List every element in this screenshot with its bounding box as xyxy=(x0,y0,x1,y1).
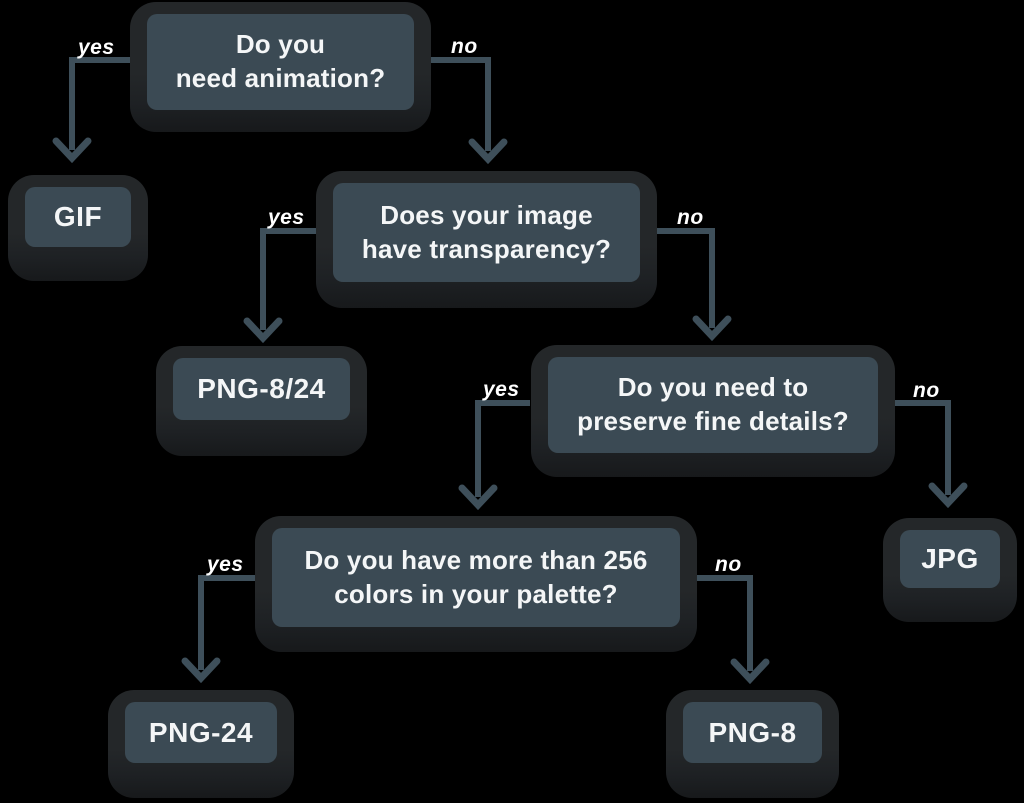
edge-colors-yes-line xyxy=(198,575,256,670)
edge-colors-no-arrowhead xyxy=(730,658,770,685)
node-png-8: PNG-8 xyxy=(666,690,839,798)
node-gif: GIF xyxy=(8,175,148,281)
edge-colors-yes-arrowhead xyxy=(181,657,221,684)
node-png-24-label: PNG-24 xyxy=(148,716,254,748)
node-q-animation-label: Do you need animation? xyxy=(175,29,386,93)
node-q-animation: Do you need animation? xyxy=(130,2,431,132)
edge-fine-details-yes-line xyxy=(475,400,530,497)
edge-animation-no-label: no xyxy=(451,35,478,58)
edge-animation-yes-line xyxy=(69,57,131,150)
node-gif-label: GIF xyxy=(53,201,103,232)
node-q-256-colors-label: Do you have more than 256 colors in your… xyxy=(304,544,648,609)
node-q-transparency-box: Does your image have transparency? xyxy=(333,183,640,282)
node-q-256-colors: Do you have more than 256 colors in your… xyxy=(255,516,697,652)
node-gif-box: GIF xyxy=(25,187,131,247)
edge-animation-yes-arrowhead xyxy=(52,137,92,164)
node-png-24: PNG-24 xyxy=(108,690,294,798)
node-png-8-24: PNG-8/24 xyxy=(156,346,367,456)
node-q-256-colors-box: Do you have more than 256 colors in your… xyxy=(272,528,680,627)
node-png-8-24-box: PNG-8/24 xyxy=(173,358,350,420)
node-q-fine-details: Do you need to preserve fine details? xyxy=(531,345,895,477)
node-q-fine-details-label: Do you need to preserve fine details? xyxy=(577,372,849,436)
edge-transparency-no-label: no xyxy=(677,206,704,229)
node-jpg: JPG xyxy=(883,518,1017,622)
edge-colors-no-label: no xyxy=(715,553,742,576)
node-q-animation-box: Do you need animation? xyxy=(147,14,414,110)
edge-transparency-yes-line xyxy=(260,228,317,330)
node-q-transparency: Does your image have transparency? xyxy=(316,171,657,308)
edge-transparency-yes-arrowhead xyxy=(243,317,283,344)
edge-colors-no-line xyxy=(696,575,753,671)
edge-fine-details-yes-label: yes xyxy=(483,378,520,401)
edge-animation-no-arrowhead xyxy=(468,138,508,165)
edge-fine-details-yes-arrowhead xyxy=(458,484,498,511)
edge-fine-details-no-line xyxy=(895,400,951,495)
edge-transparency-no-arrowhead xyxy=(692,315,732,342)
edge-transparency-no-line xyxy=(656,228,715,328)
edge-animation-yes-label: yes xyxy=(78,36,115,59)
edge-animation-no-line xyxy=(430,57,491,151)
edge-colors-yes-label: yes xyxy=(207,553,244,576)
node-png-8-24-label: PNG-8/24 xyxy=(197,373,326,404)
node-jpg-box: JPG xyxy=(900,530,1000,588)
node-jpg-label: JPG xyxy=(921,543,979,574)
node-q-fine-details-box: Do you need to preserve fine details? xyxy=(548,357,878,453)
node-png-8-box: PNG-8 xyxy=(683,702,822,763)
node-q-transparency-label: Does your image have transparency? xyxy=(361,199,612,264)
edge-fine-details-no-arrowhead xyxy=(928,482,968,509)
edge-transparency-yes-label: yes xyxy=(268,206,305,229)
edge-fine-details-no-label: no xyxy=(913,379,940,402)
node-png-8-label: PNG-8 xyxy=(708,716,797,748)
node-png-24-box: PNG-24 xyxy=(125,702,277,763)
